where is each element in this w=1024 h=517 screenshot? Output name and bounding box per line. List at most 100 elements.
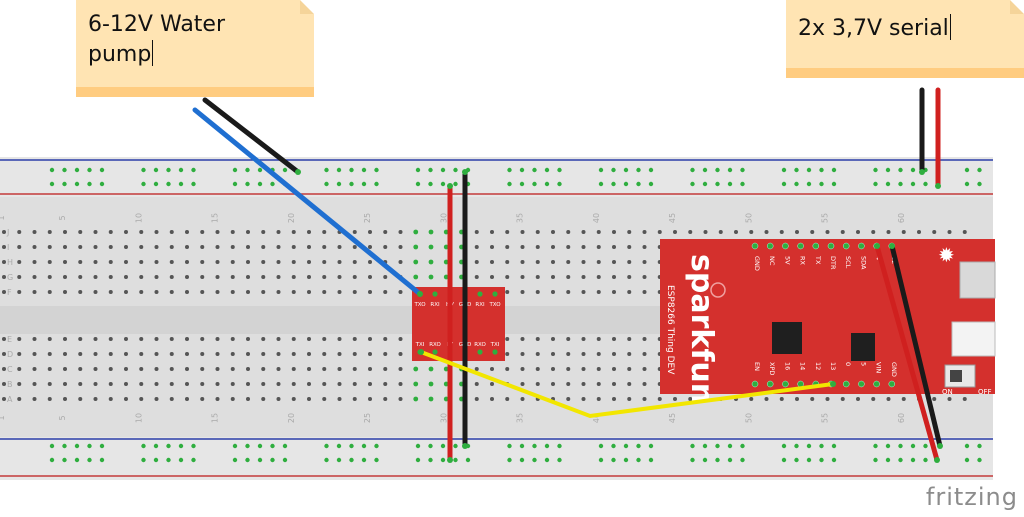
terminal-hole[interactable] [200, 397, 205, 401]
terminal-hole[interactable] [749, 397, 754, 401]
terminal-hole[interactable] [443, 244, 449, 250]
terminal-hole[interactable] [443, 396, 449, 402]
terminal-hole[interactable] [291, 397, 296, 401]
terminal-hole[interactable] [169, 352, 174, 356]
terminal-hole[interactable] [352, 382, 357, 386]
terminal-hole[interactable] [383, 245, 388, 249]
terminal-hole[interactable] [2, 275, 6, 279]
terminal-hole[interactable] [535, 260, 540, 264]
terminal-hole[interactable] [596, 230, 601, 234]
terminal-hole[interactable] [535, 352, 540, 356]
terminal-hole[interactable] [154, 275, 159, 279]
terminal-hole[interactable] [520, 337, 525, 341]
rail-hole[interactable] [623, 167, 629, 173]
terminal-hole[interactable] [246, 352, 250, 356]
terminal-hole[interactable] [215, 337, 220, 341]
terminal-hole[interactable] [108, 290, 113, 294]
terminal-hole[interactable] [368, 275, 372, 279]
terminal-hole[interactable] [337, 260, 342, 264]
terminal-hole[interactable] [673, 397, 677, 401]
terminal-hole[interactable] [215, 352, 220, 356]
rail-hole[interactable] [557, 167, 562, 173]
terminal-hole[interactable] [368, 397, 372, 401]
rail-hole[interactable] [191, 457, 196, 463]
terminal-hole[interactable] [428, 259, 434, 265]
board-pin[interactable] [766, 380, 774, 388]
rail-hole[interactable] [557, 443, 562, 449]
terminal-hole[interactable] [17, 337, 22, 341]
terminal-hole[interactable] [642, 290, 647, 294]
rail-hole[interactable] [166, 181, 171, 187]
terminal-hole[interactable] [520, 230, 525, 234]
rail-hole[interactable] [923, 181, 928, 187]
terminal-hole[interactable] [490, 397, 494, 401]
terminal-hole[interactable] [139, 230, 144, 234]
rail-hole[interactable] [648, 443, 654, 449]
terminal-hole[interactable] [703, 230, 708, 234]
rail-hole[interactable] [453, 443, 458, 449]
terminal-hole[interactable] [962, 230, 967, 234]
rail-hole[interactable] [611, 181, 616, 187]
terminal-hole[interactable] [413, 381, 419, 387]
terminal-hole[interactable] [398, 245, 403, 249]
rail-hole[interactable] [794, 181, 799, 187]
terminal-hole[interactable] [63, 352, 67, 356]
terminal-hole[interactable] [230, 260, 235, 264]
terminal-hole[interactable] [520, 260, 525, 264]
rail-hole[interactable] [702, 181, 708, 187]
rail-hole[interactable] [598, 181, 604, 187]
terminal-hole[interactable] [322, 382, 327, 386]
rail-hole[interactable] [885, 167, 891, 173]
rail-hole[interactable] [885, 457, 891, 463]
terminal-hole[interactable] [93, 382, 98, 386]
terminal-hole[interactable] [200, 352, 205, 356]
shifter-pin[interactable] [477, 291, 483, 297]
terminal-hole[interactable] [47, 382, 52, 386]
rail-hole[interactable] [153, 181, 159, 187]
terminal-hole[interactable] [535, 245, 540, 249]
terminal-hole[interactable] [398, 260, 403, 264]
rail-hole[interactable] [245, 167, 250, 173]
terminal-hole[interactable] [230, 230, 235, 234]
terminal-hole[interactable] [47, 367, 52, 371]
board-pin[interactable] [782, 242, 789, 250]
rail-hole[interactable] [623, 443, 629, 449]
terminal-hole[interactable] [230, 337, 235, 341]
terminal-hole[interactable] [261, 367, 266, 371]
terminal-hole[interactable] [108, 275, 113, 279]
rail-hole[interactable] [49, 443, 55, 449]
terminal-hole[interactable] [413, 366, 419, 372]
terminal-hole[interactable] [581, 245, 586, 249]
rail-hole[interactable] [166, 167, 171, 173]
rail-hole[interactable] [257, 443, 263, 449]
rail-hole[interactable] [557, 181, 562, 187]
terminal-hole[interactable] [413, 274, 419, 280]
rail-hole[interactable] [831, 457, 837, 463]
rail-hole[interactable] [715, 443, 720, 449]
terminal-hole[interactable] [276, 367, 281, 371]
terminal-hole[interactable] [215, 260, 220, 264]
rail-hole[interactable] [831, 443, 837, 449]
terminal-hole[interactable] [612, 260, 616, 264]
terminal-hole[interactable] [688, 397, 693, 401]
terminal-hole[interactable] [78, 245, 83, 249]
terminal-hole[interactable] [505, 245, 510, 249]
terminal-hole[interactable] [474, 382, 479, 386]
terminal-hole[interactable] [2, 260, 6, 264]
terminal-hole[interactable] [443, 381, 449, 387]
terminal-hole[interactable] [93, 290, 98, 294]
terminal-hole[interactable] [474, 367, 479, 371]
board-pin[interactable] [751, 380, 759, 388]
terminal-hole[interactable] [169, 275, 174, 279]
rail-hole[interactable] [153, 167, 159, 173]
rail-hole[interactable] [49, 167, 55, 173]
terminal-hole[interactable] [368, 230, 372, 234]
terminal-hole[interactable] [581, 290, 586, 294]
rail-hole[interactable] [885, 181, 891, 187]
rail-hole[interactable] [544, 167, 550, 173]
terminal-hole[interactable] [78, 397, 83, 401]
terminal-hole[interactable] [566, 382, 571, 386]
terminal-hole[interactable] [596, 382, 601, 386]
board-pin[interactable] [842, 380, 850, 388]
terminal-hole[interactable] [78, 337, 83, 341]
